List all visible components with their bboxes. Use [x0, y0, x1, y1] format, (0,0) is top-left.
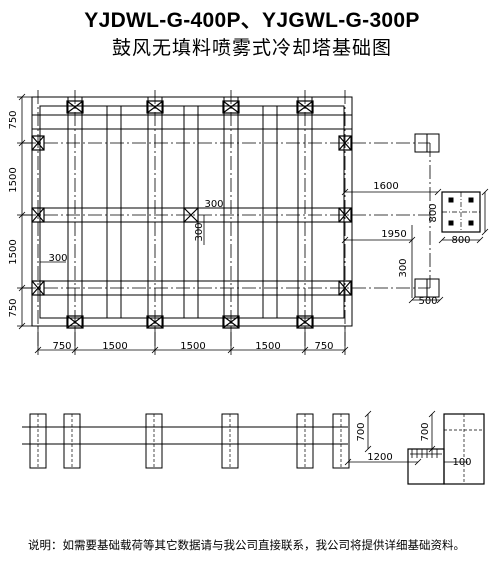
dim-left-1500-a: 1500 [8, 167, 19, 192]
dim-left-1500-b: 1500 [8, 239, 19, 264]
dim-elevation-700-a: 700 [356, 422, 367, 441]
dim-bottom-1500-c: 1500 [255, 341, 280, 352]
dim-center-300-vertical: 300 [194, 222, 205, 241]
dim-left-750-bottom: 750 [8, 298, 19, 317]
dim-right-1600: 1600 [373, 181, 398, 192]
dim-left-750-top: 750 [8, 110, 19, 129]
plan-anchor-blocks [31, 100, 352, 329]
plan-horizontal-beams [32, 114, 352, 296]
dim-bottom-750-left: 750 [52, 341, 71, 352]
dim-center-300-horizontal: 300 [204, 199, 223, 210]
dim-bottom-1500-a: 1500 [102, 341, 127, 352]
title-model-numbers: YJDWL-G-400P、YJGWL-G-300P [84, 9, 420, 32]
right-small-anchor-boxes [408, 133, 444, 304]
bottom-dimension-chain [34, 326, 349, 355]
title-drawing-name: 鼓风无填料喷雾式冷却塔基础图 [111, 37, 392, 59]
dim-elevation-100: 100 [452, 457, 471, 468]
plan-outer-frame [31, 96, 353, 327]
elevation-view [22, 413, 350, 469]
dim-left-300: 300 [48, 253, 67, 264]
pedestal-detail-plan [438, 188, 489, 244]
elevation-pedestal-detail [344, 410, 485, 485]
dim-elevation-700-b: 700 [420, 422, 431, 441]
dim-pedestal-800-vertical: 800 [428, 203, 439, 222]
dim-bottom-750-right: 750 [314, 341, 333, 352]
dim-right-300-vertical: 300 [398, 258, 409, 277]
left-dimension-chain [17, 93, 32, 330]
plan-centerlines [22, 90, 430, 350]
dim-right-1950: 1950 [381, 229, 406, 240]
dim-right-500: 500 [418, 296, 437, 307]
dim-bottom-1500-b: 1500 [180, 341, 205, 352]
drawing-note: 说明：如需要基础载荷等其它数据请与我公司直接联系，我公司将提供详细基础资料。 [28, 538, 465, 552]
dim-pedestal-800-horizontal: 800 [451, 235, 470, 246]
center-small-dims [40, 207, 222, 263]
right-dimension-lines [341, 143, 442, 298]
dim-elevation-1200: 1200 [367, 452, 392, 463]
plan-vertical-beams [67, 97, 313, 326]
